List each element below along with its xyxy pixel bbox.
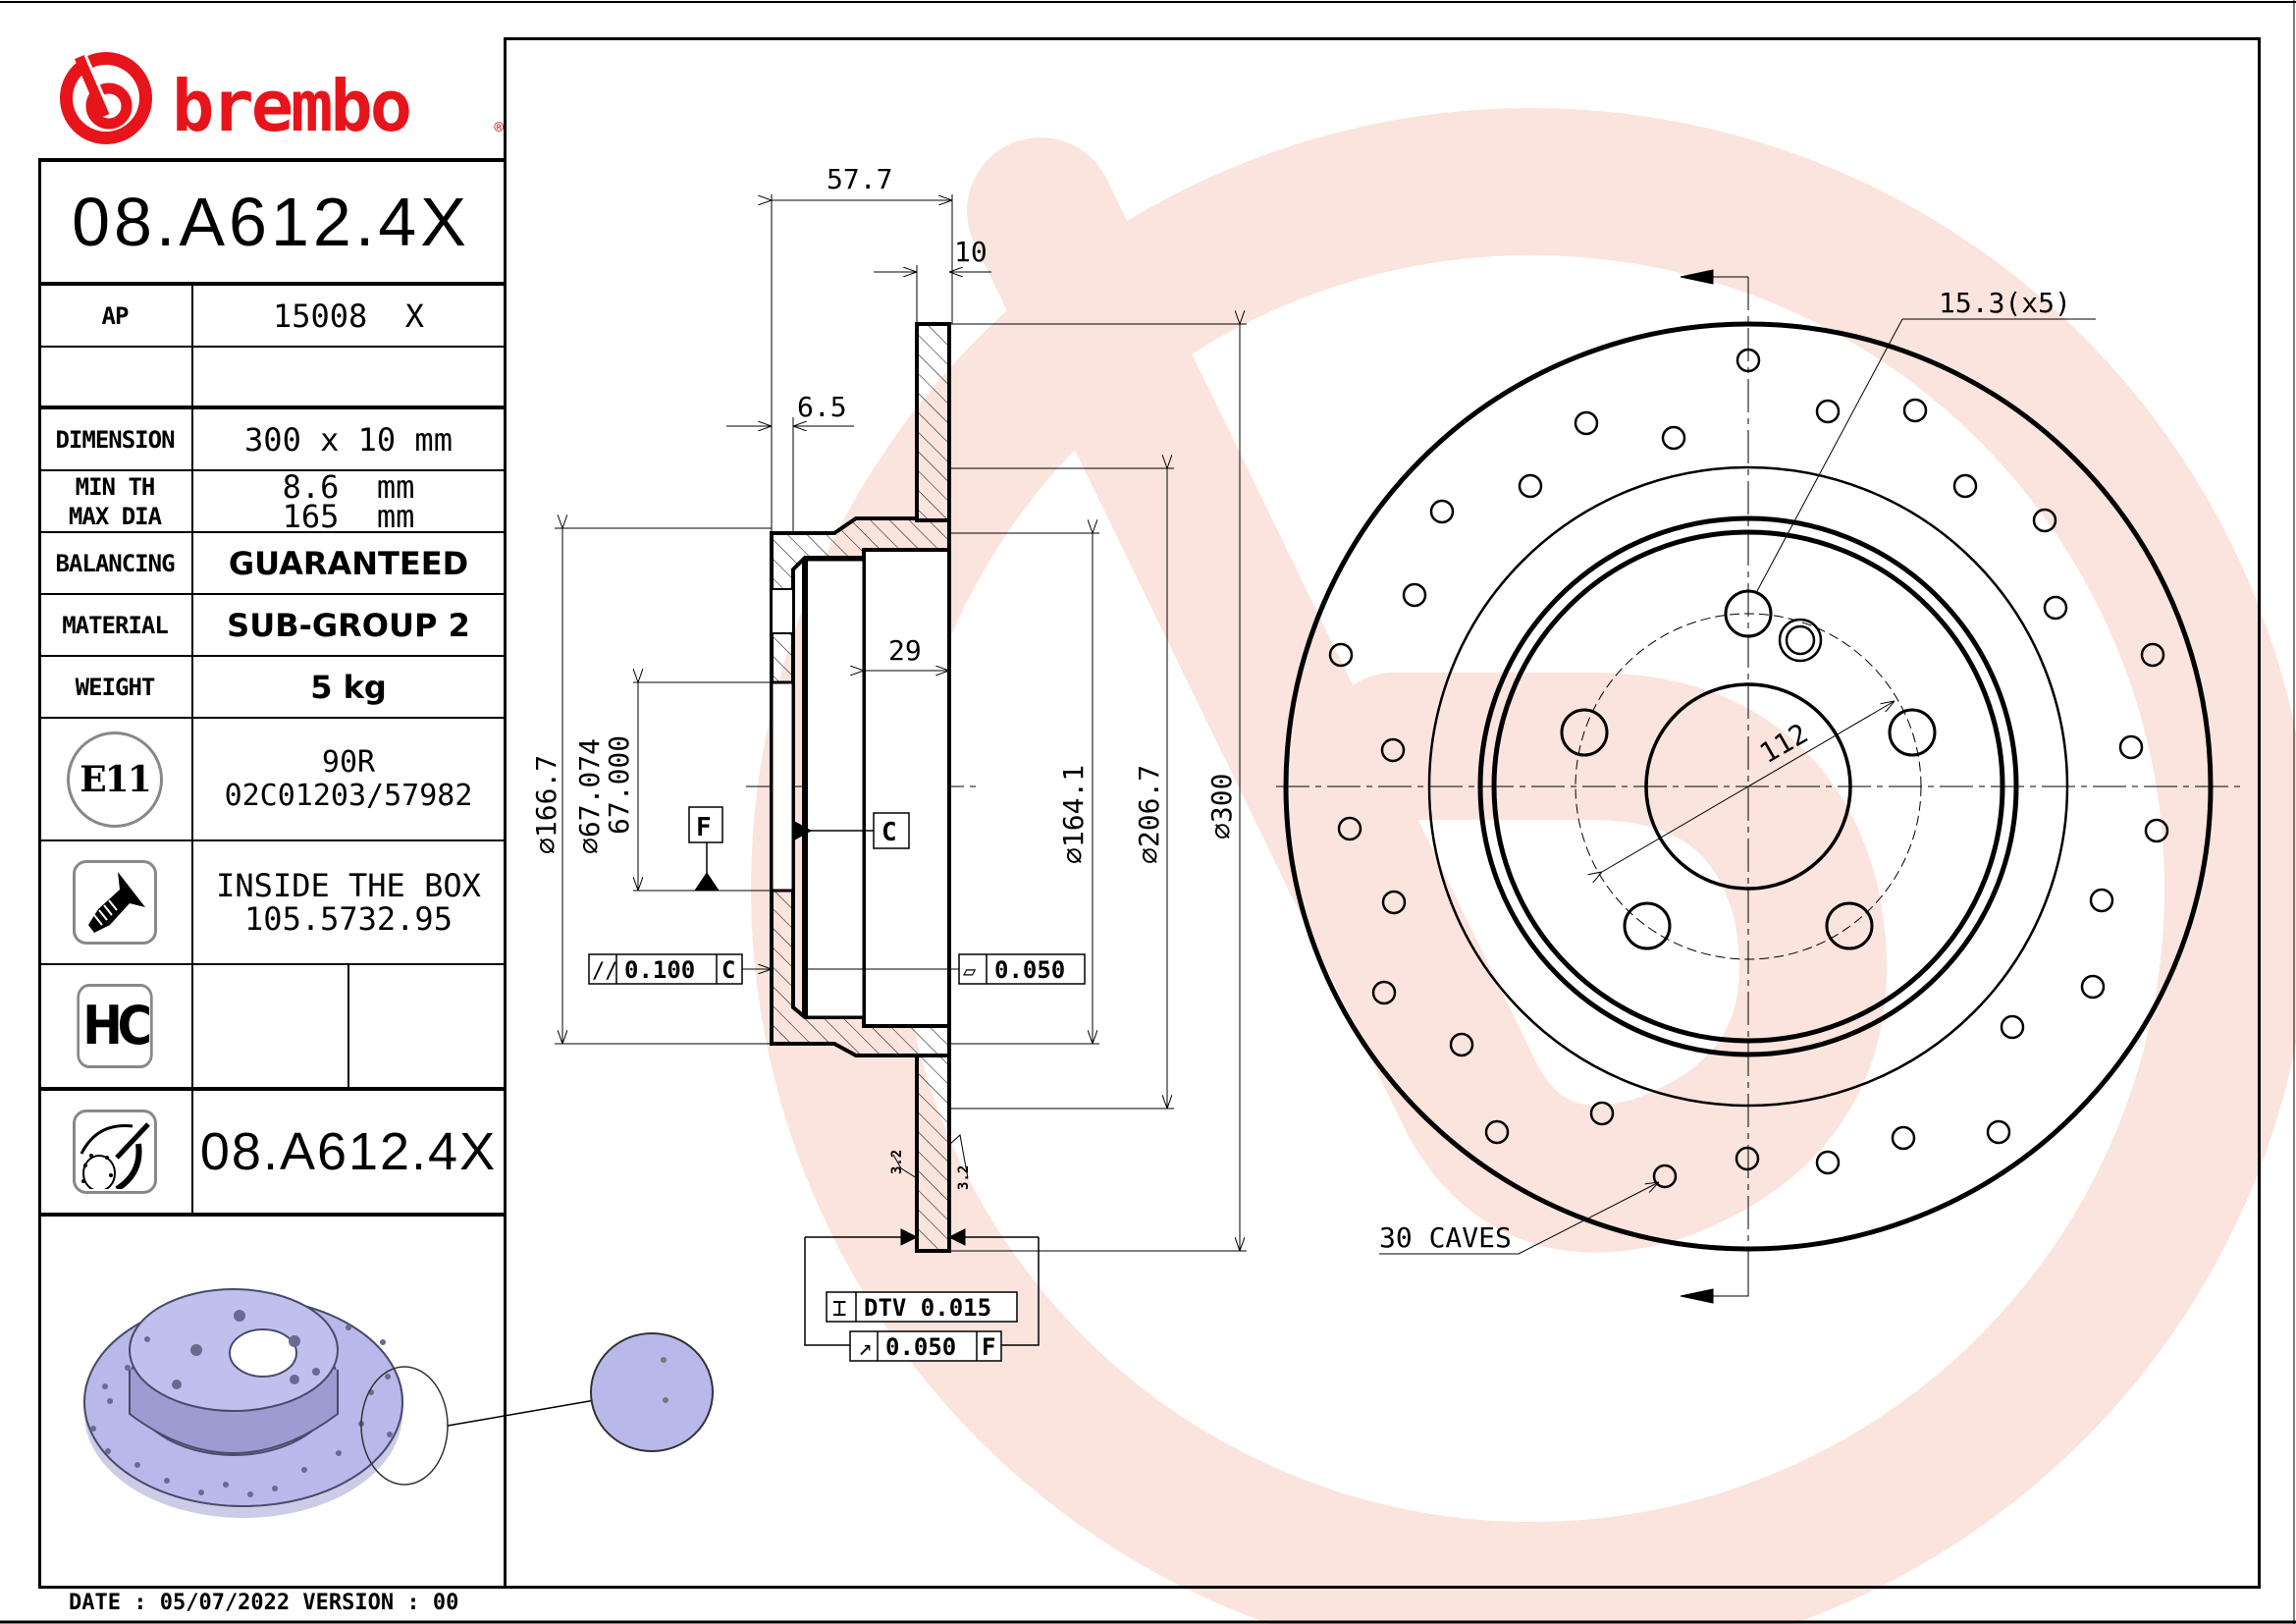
spec-row-material: MATERIAL SUB-GROUP 2 bbox=[38, 595, 504, 657]
spec-label: MATERIAL bbox=[38, 595, 193, 655]
dim-6-5: 6.5 bbox=[797, 391, 847, 423]
drawing-footer: DATE : 05/07/2022 VERSION : 00 bbox=[69, 1591, 459, 1615]
caves-label: 30 CAVES bbox=[1379, 1221, 1512, 1254]
brand-wordmark: brembo bbox=[172, 65, 409, 147]
brand-logo-cell: brembo ® bbox=[38, 37, 504, 162]
spec-value: 8.6 mm 165 mm bbox=[193, 467, 504, 535]
screw-line1: INSIDE THE BOX bbox=[216, 867, 481, 904]
datum-f-label: F bbox=[696, 813, 712, 842]
isometric-disc-render bbox=[83, 1288, 714, 1518]
drawing-frame bbox=[38, 37, 2261, 1589]
dtv-value: DTV 0.015 bbox=[864, 1294, 991, 1322]
hc-empty-cell-right bbox=[347, 965, 504, 1087]
datum-c-label: C bbox=[881, 818, 897, 847]
registered-mark: ® bbox=[494, 118, 504, 136]
dtv-symbol: ⌶ bbox=[832, 1294, 846, 1322]
hc-row: HC bbox=[38, 965, 504, 1091]
cross-reference-icon-cell bbox=[38, 1091, 193, 1213]
spec-row-balancing: BALANCING GUARANTEED bbox=[38, 533, 504, 595]
dim-29: 29 bbox=[888, 634, 922, 667]
dim-10: 10 bbox=[954, 236, 988, 268]
spec-label: AP bbox=[38, 286, 193, 346]
screw-icon-cell bbox=[38, 841, 193, 963]
drilled-disc-icon bbox=[73, 1110, 157, 1194]
screw-line2: 105.5732.95 bbox=[244, 900, 453, 938]
dim-164-1: ⌀164.1 bbox=[1057, 765, 1090, 864]
spec-value: 15008 X bbox=[272, 297, 425, 335]
spec-value-min-th: 8.6 mm bbox=[282, 467, 415, 506]
cave-holes bbox=[1328, 348, 2169, 1189]
spec-row-dimension: DIMENSION 300 x 10 mm bbox=[38, 409, 504, 471]
spec-value: 300 x 10 mm bbox=[244, 420, 453, 459]
screw-icon bbox=[73, 860, 157, 945]
spec-label bbox=[38, 348, 193, 406]
bolt-hole-label: 15.3(x5) bbox=[1939, 287, 2071, 319]
dim-67-074: ⌀67.074 bbox=[573, 738, 606, 854]
spec-label: DIMENSION bbox=[38, 409, 193, 469]
spec-label-max-dia: MAX DIA bbox=[68, 502, 162, 530]
front-view bbox=[1276, 269, 2243, 1304]
screw-value: INSIDE THE BOX 105.5732.95 bbox=[193, 841, 504, 963]
cross-reference-value: 08.A612.4X bbox=[199, 1122, 498, 1181]
brembo-logo: brembo ® bbox=[60, 52, 504, 147]
dim-206-7: ⌀206.7 bbox=[1133, 765, 1165, 864]
hc-icon: HC bbox=[77, 984, 153, 1068]
dim-57-7: 57.7 bbox=[827, 163, 892, 195]
dim-166-7: ⌀166.7 bbox=[530, 755, 562, 854]
homologation-value: 90R 02C01203/57982 bbox=[193, 719, 504, 839]
spec-label-min-th: MIN TH bbox=[75, 472, 156, 501]
hc-icon-cell: HC bbox=[38, 965, 193, 1087]
spec-row-weight: WEIGHT 5 kg bbox=[38, 657, 504, 719]
roughness-right: 3.2 bbox=[956, 1165, 972, 1190]
section-view bbox=[555, 194, 1247, 1362]
runout-value: 0.050 bbox=[885, 1333, 956, 1361]
spec-value-max-dia: 165 mm bbox=[282, 497, 415, 535]
spec-row-ap: AP 15008 X bbox=[38, 286, 504, 348]
homologation-icon-cell: E11 bbox=[38, 719, 193, 839]
dim-300: ⌀300 bbox=[1205, 774, 1238, 839]
spec-value bbox=[193, 348, 504, 406]
flatness-value: 0.050 bbox=[994, 956, 1065, 984]
parallelism-datum: C bbox=[721, 956, 735, 984]
spec-value: 5 kg bbox=[310, 668, 387, 706]
runout-symbol: ↗ bbox=[858, 1333, 872, 1361]
spec-label: MIN TH MAX DIA bbox=[38, 471, 193, 531]
homologation-line2: 02C01203/57982 bbox=[224, 778, 473, 813]
spec-row-blank bbox=[38, 348, 504, 409]
spec-label: BALANCING bbox=[38, 533, 193, 593]
parallelism-symbol: // bbox=[592, 959, 618, 984]
hc-empty-cell-left bbox=[193, 965, 349, 1087]
part-number: 08.A612.4X bbox=[38, 162, 504, 286]
roughness-left: 3.2 bbox=[889, 1150, 905, 1174]
homologation-row: E11 90R 02C01203/57982 bbox=[38, 719, 504, 841]
section-dimension-labels: 57.7 10 6.5 29 ⌀166.7 ⌀67.074 67.000 ⌀16… bbox=[530, 163, 1238, 1361]
spec-value: GUARANTEED bbox=[228, 544, 469, 582]
isometric-cell bbox=[38, 1217, 504, 1586]
homologation-line1: 90R bbox=[321, 744, 376, 780]
flatness-symbol: ▱ bbox=[963, 959, 977, 984]
runout-datum: F bbox=[982, 1333, 995, 1361]
spec-value: SUB-GROUP 2 bbox=[227, 606, 470, 644]
spec-row-min-th-max-dia: MIN TH MAX DIA 8.6 mm 165 mm bbox=[38, 471, 504, 533]
cross-reference-row: 08.A612.4X bbox=[38, 1091, 504, 1217]
screw-row: INSIDE THE BOX 105.5732.95 bbox=[38, 841, 504, 965]
parallelism-value: 0.100 bbox=[624, 956, 695, 984]
title-block: brembo ® 08.A612.4X AP 15008 X DIMENSION… bbox=[38, 37, 507, 1586]
spec-label: WEIGHT bbox=[38, 657, 193, 717]
dim-67-000: 67.000 bbox=[603, 735, 635, 835]
e11-approval-icon: E11 bbox=[67, 731, 163, 828]
